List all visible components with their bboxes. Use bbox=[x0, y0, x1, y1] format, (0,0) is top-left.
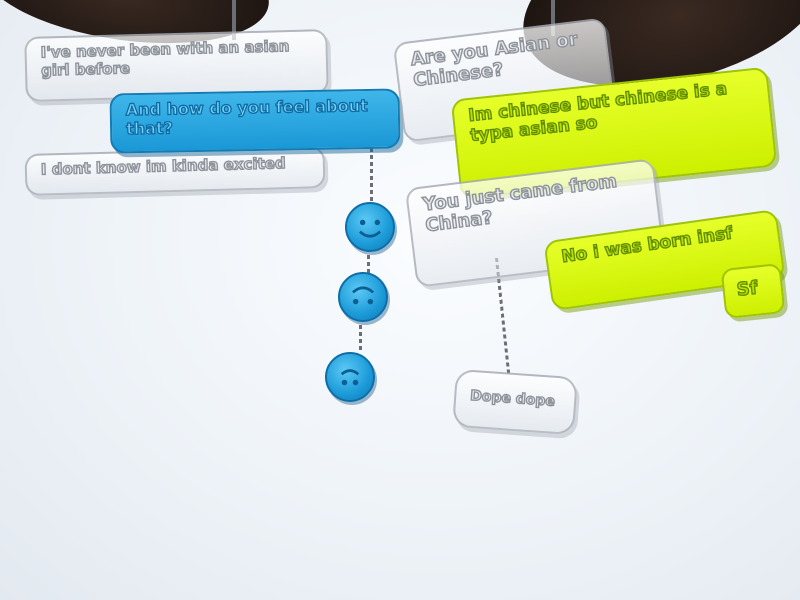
chat-bubble-clear-small: Dope dope bbox=[452, 368, 578, 436]
chat-bubble-lime-small: Sf bbox=[720, 263, 786, 319]
smiley-icon bbox=[345, 202, 395, 252]
smiley-face-icon bbox=[351, 286, 375, 305]
chain-link bbox=[359, 325, 362, 353]
chat-bubble-clear: I dont know im kinda excited bbox=[24, 146, 326, 196]
chain-link bbox=[370, 148, 373, 206]
hook-wire-left bbox=[232, 0, 236, 40]
smiley-face-icon bbox=[340, 369, 360, 386]
chat-bubble-blue: And how do you feel about that? bbox=[109, 88, 401, 154]
hook-wire-right bbox=[551, 0, 555, 36]
smiley-icon bbox=[338, 272, 388, 322]
smiley-icon bbox=[325, 352, 375, 402]
chain-link bbox=[367, 248, 370, 273]
smiley-face-icon bbox=[358, 219, 382, 238]
